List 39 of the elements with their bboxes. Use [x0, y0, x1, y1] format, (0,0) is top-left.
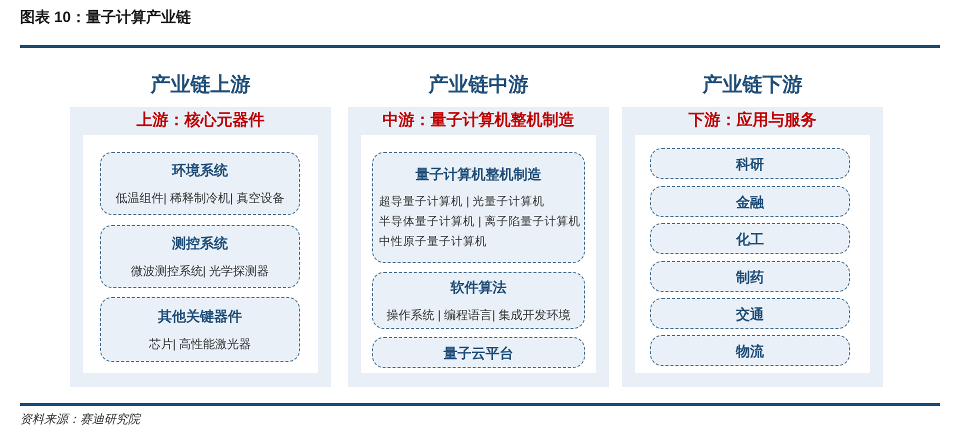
dashed-category-box [650, 186, 850, 217]
source-note: 资料来源：赛迪研究院 [20, 411, 140, 428]
dashed-category-box [650, 261, 850, 292]
category-items-text: 微波测控系统| 光学探测器 [130, 263, 270, 279]
category-title: 环境系统 [172, 161, 228, 179]
dashed-category-box [100, 297, 300, 362]
category-items-text: 半导体量子计算机 | 离子陷量子计算机 [379, 214, 580, 230]
stage-heading: 产业链下游 [702, 73, 802, 97]
figure-title: 图表 10：量子计算产业链 [20, 8, 191, 28]
dashed-category-box [372, 337, 585, 368]
category-title: 科研 [736, 154, 764, 172]
category-title: 金融 [736, 192, 764, 210]
dashed-category-box [100, 225, 300, 288]
dashed-category-box [650, 148, 850, 179]
category-title: 化工 [736, 230, 764, 248]
dashed-category-box [100, 152, 300, 215]
dashed-category-box [650, 335, 850, 366]
category-items-text: 低温组件| 稀释制冷机| 真空设备 [116, 190, 284, 206]
category-title: 量子云平台 [444, 344, 514, 362]
category-items-text: 超导量子计算机 | 光量子计算机 [379, 194, 544, 210]
stage-subheading: 下游：应用与服务 [688, 110, 816, 131]
category-title: 交通 [736, 304, 764, 322]
category-title: 其他关键器件 [158, 307, 242, 325]
category-title: 测控系统 [172, 234, 228, 252]
category-items-text: 中性原子量子计算机 [379, 234, 487, 250]
stage-subheading: 上游：核心元器件 [136, 110, 264, 131]
dashed-category-box [650, 298, 850, 329]
stage-subheading: 中游：量子计算机整机制造 [382, 110, 574, 131]
category-title: 物流 [736, 342, 764, 360]
dashed-category-box [372, 272, 585, 329]
category-items-text: 操作系统 | 编程语言| 集成开发环境 [386, 307, 571, 323]
category-title: 软件算法 [450, 278, 506, 296]
category-title: 量子计算机整机制造 [416, 165, 542, 183]
dashed-category-box [372, 152, 585, 263]
stage-heading: 产业链上游 [150, 73, 250, 97]
dashed-category-box [650, 223, 850, 254]
stage-heading: 产业链中游 [428, 73, 528, 97]
category-title: 制药 [736, 268, 764, 286]
category-items-text: 芯片| 高性能激光器 [148, 336, 252, 352]
